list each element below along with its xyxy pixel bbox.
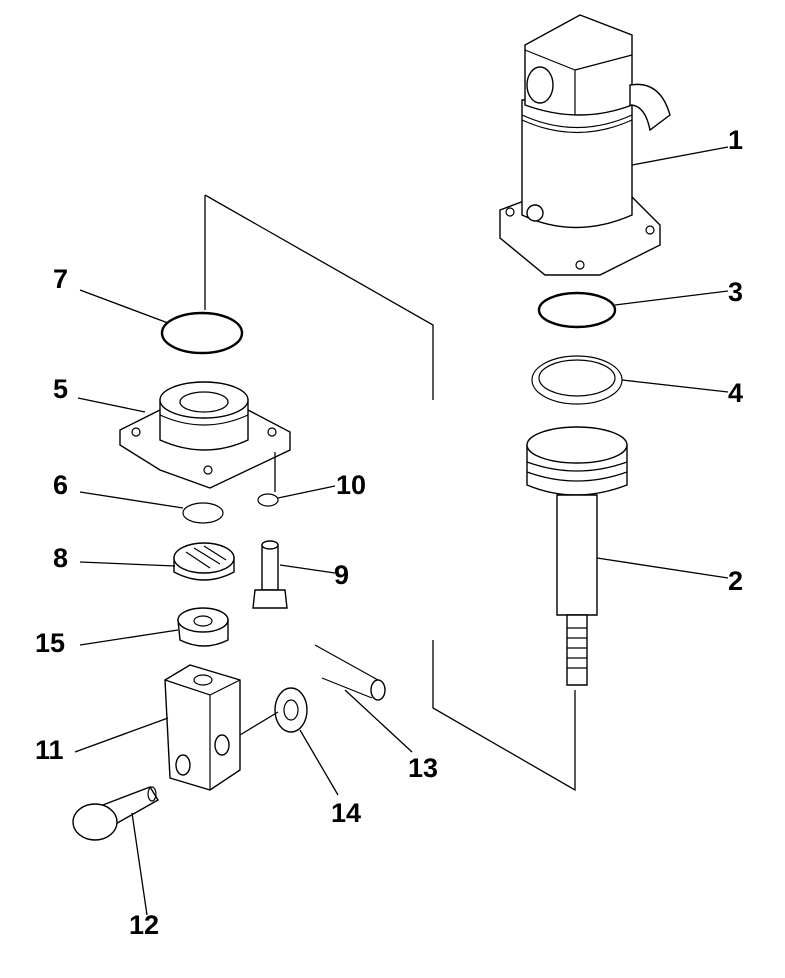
callout-4: 4: [728, 378, 744, 408]
callout-12: 12: [129, 910, 160, 940]
part-14-washer: [274, 687, 308, 733]
part-9-bolt: [252, 540, 288, 609]
part-8-seal: [173, 542, 235, 581]
assembly-outline-line: [204, 194, 576, 792]
part-10-washer: [257, 493, 279, 507]
callout-2: 2: [728, 566, 744, 596]
callout-1: 1: [728, 125, 744, 155]
part-11-clevis: [164, 664, 241, 791]
part-5-flange: [119, 381, 291, 489]
callout-9: 9: [334, 560, 350, 590]
callout-15: 15: [35, 628, 66, 658]
part-15-nut: [177, 607, 229, 647]
part-2-piston: [526, 426, 628, 686]
callout-7: 7: [53, 264, 69, 294]
callout-14: 14: [331, 798, 362, 828]
callout-13: 13: [408, 753, 439, 783]
part-7-o-ring: [160, 311, 244, 355]
leader-lines: [74, 146, 729, 916]
part-12-pin: [72, 786, 159, 841]
callout-8: 8: [53, 543, 69, 573]
part-1-cylinder-body: [499, 14, 671, 276]
callout-6: 6: [53, 470, 69, 500]
part-13-cotter-pin: [314, 644, 386, 701]
part-4-backup-ring: [531, 355, 623, 405]
part-6-o-ring: [182, 502, 224, 524]
callout-11: 11: [35, 735, 64, 765]
callout-3: 3: [728, 277, 744, 307]
callout-5: 5: [53, 374, 69, 404]
part-3-o-ring: [537, 291, 617, 329]
callout-10: 10: [336, 470, 367, 500]
